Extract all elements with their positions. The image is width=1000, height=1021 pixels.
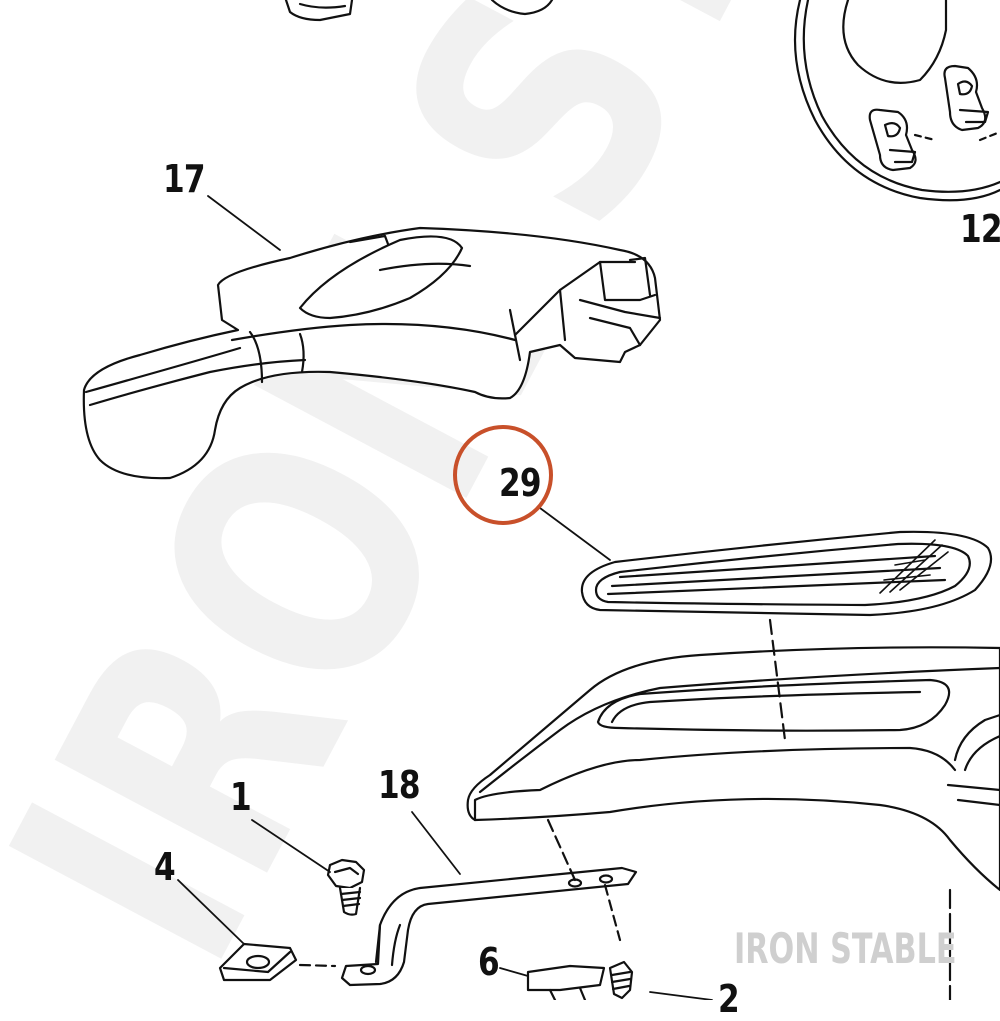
leader-lines xyxy=(177,195,713,1000)
screw-part-2-icon xyxy=(608,960,634,1000)
clip-part-6-icon xyxy=(526,964,606,1000)
leader-line-1 xyxy=(251,819,331,873)
top-fragment-left-icon xyxy=(284,0,354,22)
cover-part-17-icon xyxy=(82,226,662,480)
callout-1: 1 xyxy=(230,775,252,819)
callout-2: 2 xyxy=(718,977,740,1021)
callout-18: 18 xyxy=(378,763,421,807)
callout-4: 4 xyxy=(154,845,176,889)
nut-part-4-icon xyxy=(218,942,337,982)
highlight-ring xyxy=(453,425,553,525)
emblem-part-29-icon xyxy=(580,530,993,617)
leader-line-2 xyxy=(649,991,713,1000)
background-watermark-text: IRON ST xyxy=(0,0,843,1000)
watermark-label: IRON STABLE xyxy=(734,924,957,973)
housing-part-icon xyxy=(466,618,1000,1000)
leader-line-17 xyxy=(207,195,281,251)
background-watermark: IRON ST xyxy=(0,0,843,1000)
top-fragment-right-icon xyxy=(490,0,554,16)
callout-17: 17 xyxy=(163,157,206,201)
parts-diagram: IRON ST xyxy=(0,0,1000,1000)
disc-part-12-icon xyxy=(793,0,1000,202)
leader-line-29 xyxy=(539,507,611,561)
leader-line-6 xyxy=(499,967,529,977)
bracket-part-18-icon xyxy=(340,818,638,987)
callout-12: 12 xyxy=(960,207,1000,251)
leader-line-4 xyxy=(177,879,245,945)
bolt-part-1-icon xyxy=(326,858,366,916)
callout-6: 6 xyxy=(478,940,500,984)
leader-line-18 xyxy=(411,811,461,875)
callout-29: 29 xyxy=(499,461,542,505)
